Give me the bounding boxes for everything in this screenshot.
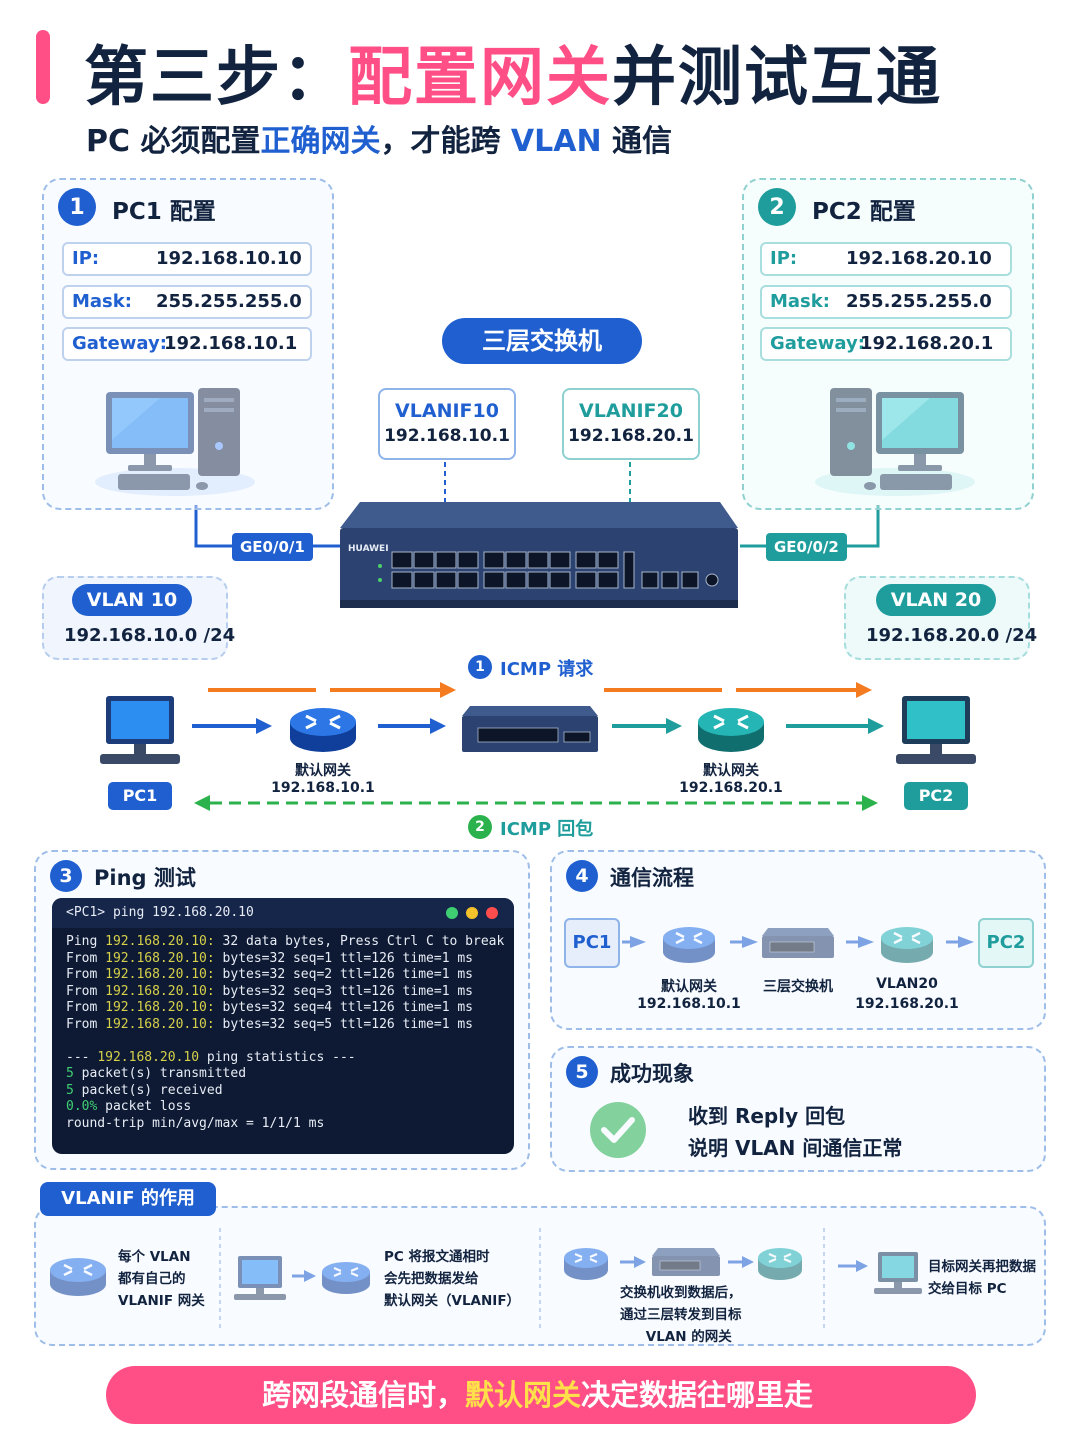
process-router1-icon — [663, 927, 715, 963]
role-col4-text: 目标网关再把数据交给目标 PC — [928, 1259, 1036, 1297]
flow-pc1-label: PC1 — [108, 782, 172, 810]
pc1-card-title: PC1 配置 — [112, 199, 216, 225]
terminal-output: Ping 192.168.20.10: 32 data bytes, Press… — [66, 934, 505, 1131]
port-ge001: GE0/0/1 — [232, 533, 313, 561]
title-accent-bar — [36, 30, 50, 104]
vlanif-role-card — [34, 1206, 1046, 1346]
icmp-request-number: 1 — [468, 655, 492, 679]
success-check-icon — [590, 1102, 646, 1158]
pc1-gateway-field: Gateway:192.168.10.1 — [62, 327, 312, 361]
vlanif10-ip: 192.168.10.1 — [384, 426, 510, 446]
role-router2-icon — [322, 1262, 370, 1294]
pc2-step-number: 2 — [758, 188, 796, 226]
flow-pc1-icon — [100, 696, 180, 764]
process-card-header: 4 通信流程 — [566, 860, 694, 892]
pc1-card-header: 1 PC1 配置 — [58, 188, 216, 226]
flow-gw2-label: 默认网关 — [703, 763, 759, 779]
pc1-step-number: 1 — [58, 188, 96, 226]
flow-gw2-ip: 192.168.20.1 — [679, 780, 783, 796]
role-router-icon — [50, 1258, 106, 1296]
vlan20-subnet: 192.168.20.0 /24 — [866, 625, 1038, 646]
ping-step-number: 3 — [50, 860, 82, 892]
vlan10-badge: VLAN 10 — [72, 584, 192, 616]
ping-card-title: Ping 测试 — [94, 866, 196, 890]
process-vlan20-ip: 192.168.20.1 — [855, 996, 959, 1012]
terminal-prompt: <PC1> ping 192.168.20.10 — [52, 898, 514, 928]
flow-switch-icon — [462, 706, 598, 752]
flow-gw1-ip: 192.168.10.1 — [271, 780, 375, 796]
success-step-number: 5 — [566, 1056, 598, 1088]
pc2-card-header: 2 PC2 配置 — [758, 188, 916, 226]
port-ge002: GE0/0/2 — [766, 533, 847, 561]
pc2-card-title: PC2 配置 — [812, 199, 916, 225]
vlanif-role-title: VLANIF 的作用 — [40, 1182, 216, 1216]
pc1-ip-field: IP:192.168.10.10 — [62, 242, 312, 276]
layer3-switch-icon — [340, 502, 738, 608]
role-router3-icon — [564, 1248, 608, 1280]
vlanif20-name: VLANIF20 — [579, 400, 683, 422]
role-router4-icon — [758, 1248, 802, 1280]
process-pc2: PC2 — [978, 918, 1034, 968]
vlanif20-box: VLANIF20 192.168.20.1 — [562, 388, 700, 460]
success-line2: 说明 VLAN 间通信正常 — [688, 1136, 903, 1160]
process-card — [550, 850, 1046, 1030]
terminal-yellow-dot — [466, 907, 478, 919]
pc2-computer-icon — [815, 388, 975, 496]
flow-pc2-label: PC2 — [904, 782, 968, 810]
icmp-reply-number: 2 — [468, 815, 492, 839]
success-card-header: 5 成功现象 — [566, 1056, 694, 1088]
process-router2-icon — [881, 927, 933, 963]
success-card — [550, 1046, 1046, 1172]
pc2-gateway-field: Gateway:192.168.20.1 — [760, 327, 1012, 361]
vlanif20-ip: 192.168.20.1 — [568, 426, 694, 446]
page-subtitle: PC 必须配置正确网关，才能跨 VLAN 通信 — [86, 124, 673, 159]
pc1-computer-icon — [95, 388, 255, 496]
ping-card-header: 3 Ping 测试 — [50, 860, 196, 892]
vlanif10-name: VLANIF10 — [395, 400, 499, 422]
role-pc2-icon — [874, 1252, 922, 1294]
pc1-mask-field: Mask:255.255.255.0 — [62, 285, 312, 319]
switch-title-badge: 三层交换机 — [442, 318, 642, 364]
success-line1: 收到 Reply 回包 — [688, 1104, 846, 1128]
icmp-reply-label: 2 ICMP 回包 — [468, 815, 593, 840]
process-pc1: PC1 — [564, 918, 620, 968]
switch-brand: HUAWEI — [348, 544, 389, 554]
page-title: 第三步：配置网关并测试互通 — [84, 41, 942, 115]
footer-banner — [106, 1366, 976, 1424]
role-pc-icon — [234, 1256, 286, 1300]
flow-pc2-icon — [896, 696, 976, 764]
process-switch-icon — [762, 928, 834, 958]
process-card-title: 通信流程 — [610, 866, 694, 890]
terminal-window[interactable]: <PC1> ping 192.168.20.10 Ping 192.168.20… — [52, 898, 514, 1154]
role-col2-text: PC 将报文通相时会先把数据发给默认网关（VLANIF） — [384, 1249, 521, 1309]
process-gw-ip: 192.168.10.1 — [637, 996, 741, 1012]
vlan10-subnet: 192.168.10.0 /24 — [64, 625, 236, 646]
process-switch-label: 三层交换机 — [763, 979, 833, 995]
process-step-number: 4 — [566, 860, 598, 892]
success-card-title: 成功现象 — [610, 1062, 694, 1086]
terminal-red-dot — [486, 907, 498, 919]
flow-gw1-label: 默认网关 — [295, 763, 351, 779]
pc2-ip-field: IP:192.168.20.10 — [760, 242, 1012, 276]
flow-router2-icon — [698, 708, 764, 752]
flow-router1-icon — [290, 708, 356, 752]
role-switch-icon — [652, 1248, 720, 1276]
icmp-request-label: 1 ICMP 请求 — [468, 655, 593, 680]
vlanif10-box: VLANIF10 192.168.10.1 — [378, 388, 516, 460]
process-vlan20-label: VLAN20 — [876, 976, 938, 992]
vlan20-badge: VLAN 20 — [876, 584, 996, 616]
pc2-mask-field: Mask:255.255.255.0 — [760, 285, 1012, 319]
footer-text: 跨网段通信时，默认网关决定数据往哪里走 — [262, 1378, 814, 1412]
process-gw-label: 默认网关 — [661, 979, 717, 995]
terminal-green-dot — [446, 907, 458, 919]
